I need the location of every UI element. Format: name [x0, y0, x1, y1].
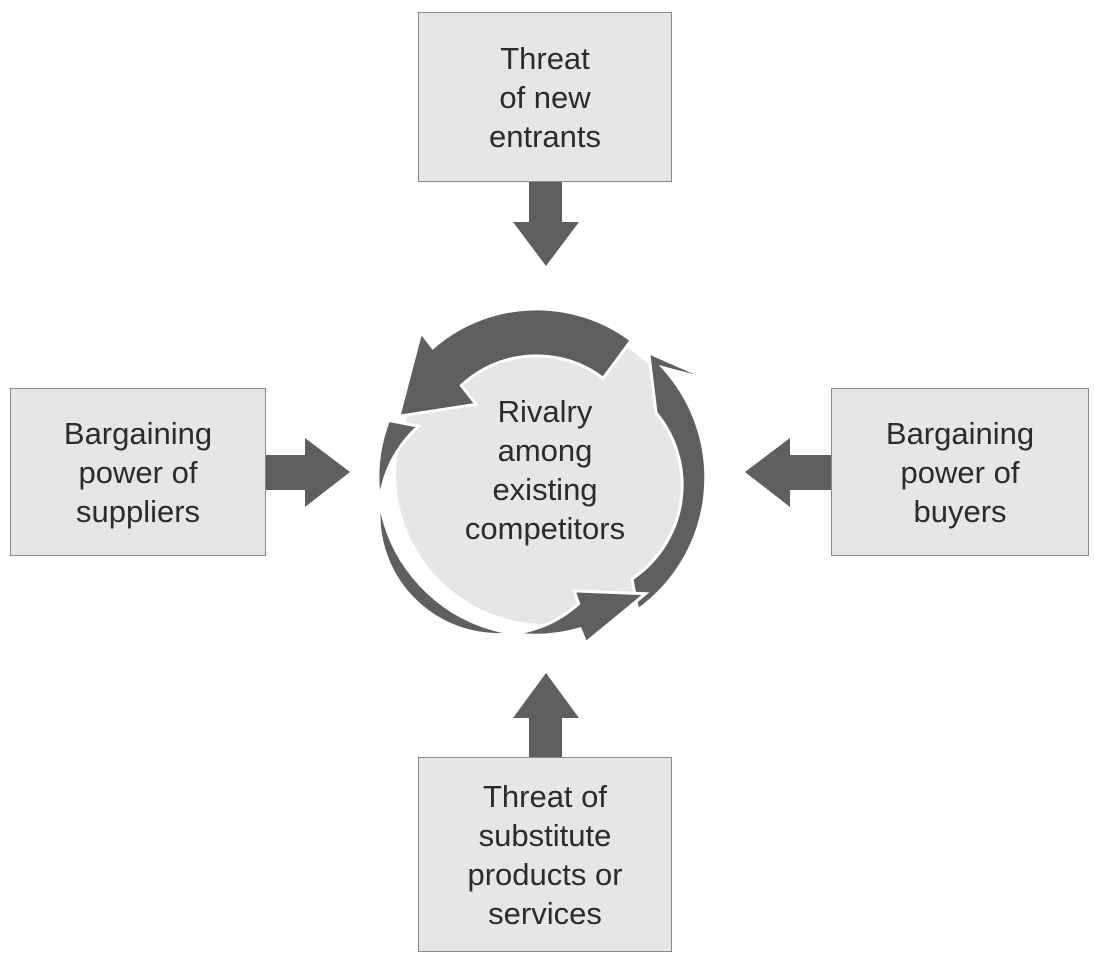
bottom-label-line-4: services — [488, 895, 602, 931]
left-label-line-3: suppliers — [75, 493, 201, 529]
buyer-power-label: Bargaining power of buyers — [886, 414, 1034, 531]
cycle-arrow-right — [630, 350, 714, 613]
bottom-label-line-2: substitute — [478, 817, 612, 853]
right-label-line-1: Bargaining — [885, 415, 1035, 451]
force-arrows — [266, 182, 831, 757]
rivalry-label-line-2: among — [497, 433, 593, 468]
threat-of-new-entrants-box: Threat of new entrants — [418, 12, 672, 182]
bottom-label-line-1: Threat of — [482, 778, 608, 814]
arrow-up-from-bottom — [513, 673, 579, 757]
rivalry-label-line-4: competitors — [464, 511, 626, 546]
top-label-line-1: Threat — [500, 40, 590, 76]
arrow-right-from-left — [266, 438, 350, 507]
bottom-label-line-3: products or — [467, 856, 623, 892]
threat-of-new-entrants-label: Threat of new entrants — [489, 39, 601, 156]
right-label-line-2: power of — [900, 454, 1020, 490]
top-label-line-2: of new — [499, 79, 591, 115]
arrow-down-from-top — [513, 182, 579, 266]
top-label-line-3: entrants — [488, 118, 601, 154]
rivalry-cycle-arrows — [376, 307, 714, 646]
left-label-line-2: power of — [78, 454, 198, 490]
supplier-power-box: Bargaining power of suppliers — [10, 388, 266, 556]
threat-of-substitutes-label: Threat of substitute products or service… — [467, 777, 622, 933]
rivalry-label: Rivalry among existing competitors — [430, 392, 660, 548]
arrow-left-from-right — [745, 438, 831, 507]
right-label-line-3: buyers — [913, 493, 1007, 529]
rivalry-label-line-3: existing — [492, 472, 598, 507]
threat-of-substitutes-box: Threat of substitute products or service… — [418, 757, 672, 952]
cycle-arrow-bottom — [376, 418, 650, 646]
rivalry-label-line-1: Rivalry — [497, 394, 593, 429]
left-label-line-1: Bargaining — [63, 415, 213, 451]
supplier-power-label: Bargaining power of suppliers — [64, 414, 212, 531]
cycle-arrow-top — [396, 307, 634, 419]
buyer-power-box: Bargaining power of buyers — [831, 388, 1089, 556]
